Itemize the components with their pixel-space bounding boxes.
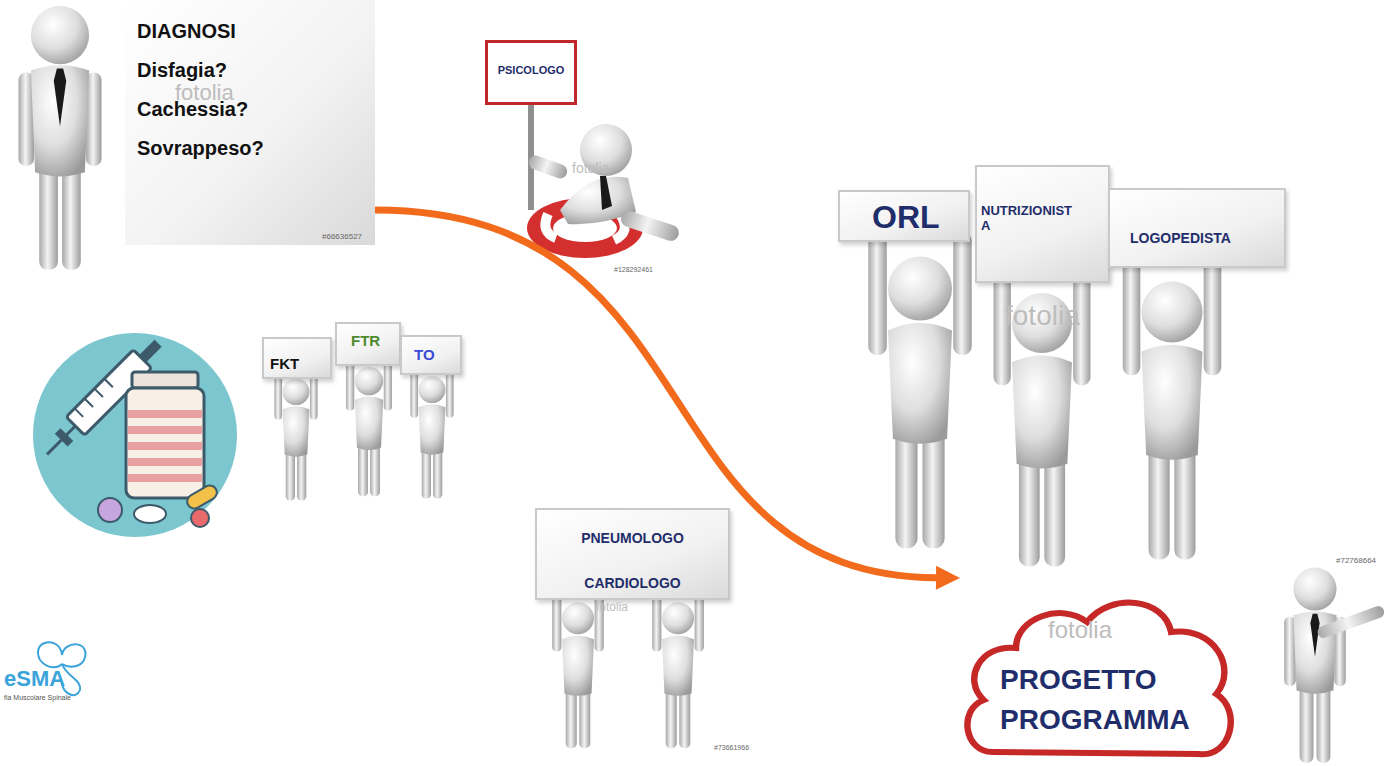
sign-board: FTR (335, 322, 401, 366)
watermark: fotolia (1005, 300, 1080, 332)
cloud-presenter-figure (1284, 568, 1386, 763)
watermark: #72768664 (1336, 556, 1376, 565)
node-title: ORL (872, 198, 964, 236)
watermark: #66636527 (322, 232, 362, 241)
arrow-head (936, 566, 960, 590)
logo-text: fia Muscolare Spinale (4, 694, 71, 701)
cloud-shape: PROGETTOPROGRAMMA (960, 560, 1240, 765)
specialist-figure (1123, 258, 1222, 559)
therapist-figure (346, 356, 392, 496)
cloud-outline (960, 560, 1240, 765)
logo-text: eSMA (4, 666, 65, 692)
psychologist-figure (527, 100, 681, 258)
sign-board: PNEUMOLOGO CARDIOLOGO (535, 508, 730, 600)
node-title: FTR (351, 332, 397, 350)
sign-board: LOGOPEDISTA (1108, 188, 1286, 268)
sign-board: TO (400, 335, 462, 375)
medicine-icon (33, 333, 237, 537)
doctor-figure (552, 590, 604, 748)
node-title: PNEUMOLOGO (541, 530, 724, 547)
flow-arrow (375, 210, 960, 590)
cloud-outline-path (967, 603, 1230, 755)
node-text: Disfagia? Cachessia? Sovrappeso? (137, 51, 277, 168)
watermark: fotolia (596, 600, 628, 614)
watermark: fotolia (1048, 616, 1112, 644)
node-title: PSICOLOGO (490, 64, 572, 77)
node-title: DIAGNOSI (137, 12, 367, 51)
sign-board: ORL (838, 190, 970, 242)
sign-board: NUTRIZIONIST A (975, 165, 1110, 283)
therapist-figure (410, 366, 453, 498)
watermark: #128292461 (614, 266, 653, 273)
watermark: fotolia (175, 80, 234, 106)
watermark: #73661966 (714, 744, 749, 751)
doctor-figure (652, 590, 704, 748)
node-title: TO (414, 346, 458, 364)
sign-board: PSICOLOGO (485, 40, 577, 105)
presenter-figure (18, 6, 101, 270)
node-text: CARDIOLOGO (541, 575, 724, 592)
node-title: LOGOPEDISTA (1130, 230, 1280, 247)
arrow-line (375, 210, 936, 578)
specialist-figure (868, 232, 971, 548)
therapist-figure (274, 368, 317, 500)
node-title: PROGETTO (1000, 660, 1236, 700)
node-text: PROGRAMMA (1000, 700, 1236, 740)
watermark: fotolia (572, 160, 609, 176)
diagnosis-board: DIAGNOSIDisfagia? Cachessia? Sovrappeso? (125, 0, 375, 245)
logo-butterfly (38, 642, 85, 695)
specialist-figure (994, 270, 1091, 567)
sign-board: FKT (262, 337, 332, 379)
node-title: FKT (270, 355, 328, 373)
node-title: NUTRIZIONIST A (981, 203, 1079, 233)
